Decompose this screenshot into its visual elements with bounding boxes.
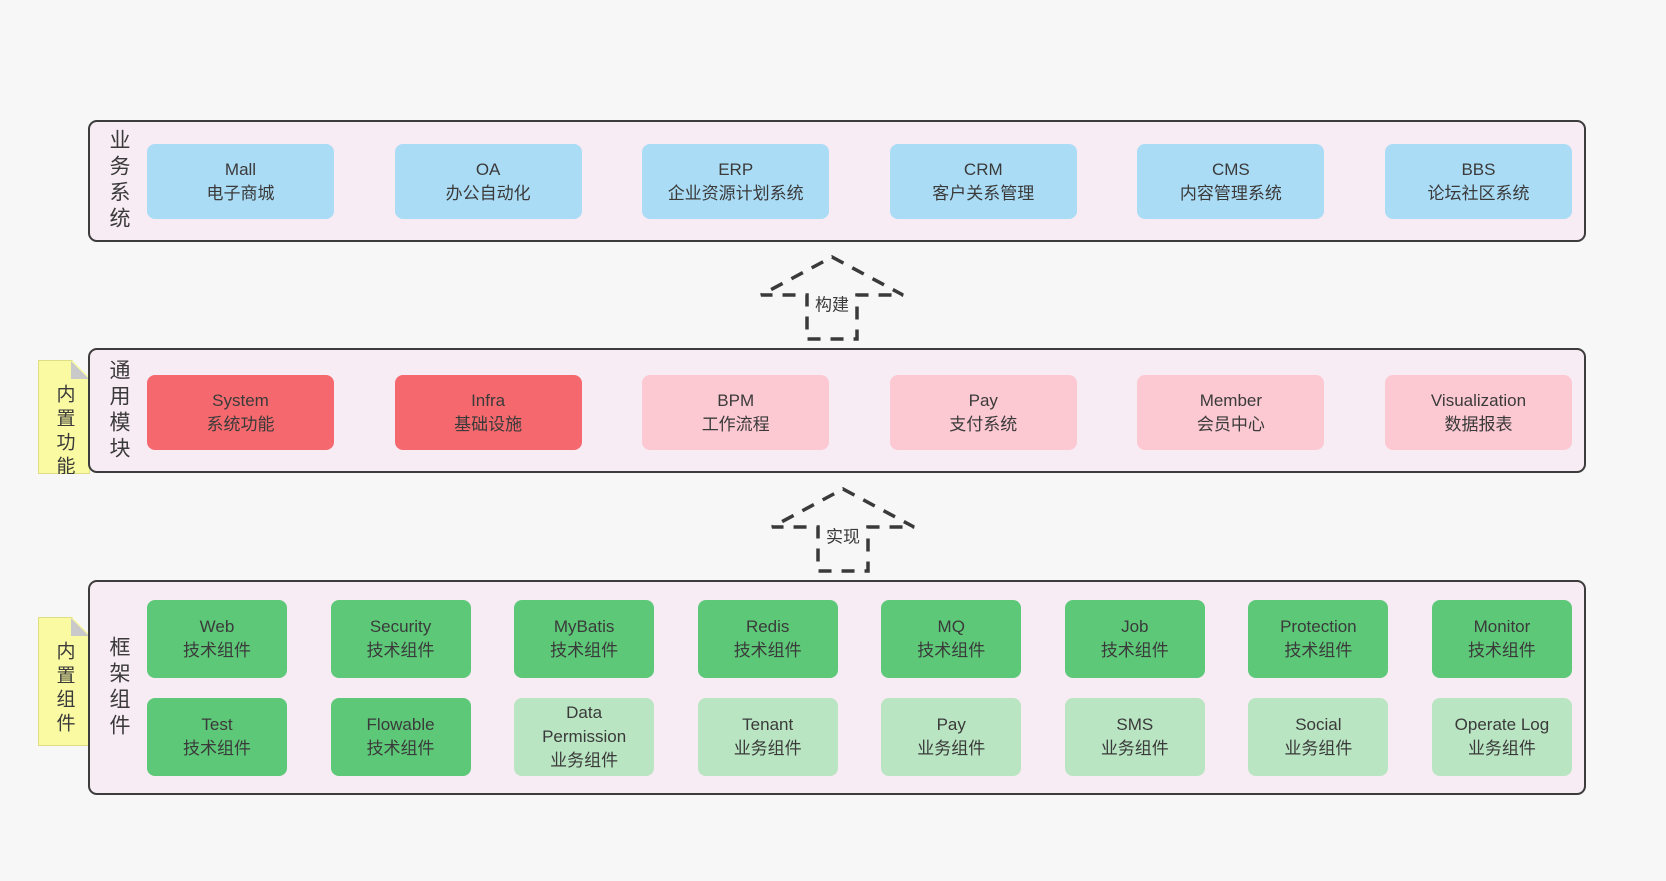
arrow-implement-label: 实现 bbox=[823, 521, 863, 549]
layer-business-label: 业务系统 bbox=[107, 129, 130, 233]
box-operate-log: Operate Log 业务组件 bbox=[1431, 698, 1572, 776]
box-cms: CMS 内容管理系统 bbox=[1137, 144, 1325, 219]
components-row-1: Web 技术组件 Security 技术组件 MyBatis 技术组件 Redi… bbox=[147, 600, 1572, 678]
components-row-2: Test 技术组件 Flowable 技术组件 Data Permission … bbox=[147, 698, 1572, 776]
box-mq: MQ 技术组件 bbox=[881, 600, 1022, 678]
box-monitor: Monitor 技术组件 bbox=[1431, 600, 1572, 678]
box-test: Test 技术组件 bbox=[147, 698, 287, 776]
box-member: Member 会员中心 bbox=[1137, 375, 1325, 450]
sticky-built-in-components: 内置组件 bbox=[38, 617, 90, 746]
box-data-permission: Data Permission 业务组件 bbox=[514, 698, 655, 776]
folded-corner-icon bbox=[71, 361, 89, 379]
box-security: Security 技术组件 bbox=[330, 600, 471, 678]
box-mybatis: MyBatis 技术组件 bbox=[514, 600, 655, 678]
box-web: Web 技术组件 bbox=[147, 600, 287, 678]
box-bbs: BBS 论坛社区系统 bbox=[1384, 144, 1572, 219]
layer-business-systems: 业务系统 Mall 电子商城 OA 办公自动化 ERP 企业资源计划系统 CRM… bbox=[88, 120, 1586, 242]
box-job: Job 技术组件 bbox=[1064, 600, 1205, 678]
box-infra: Infra 基础设施 bbox=[394, 375, 582, 450]
box-tenant: Tenant 业务组件 bbox=[697, 698, 838, 776]
box-crm: CRM 客户关系管理 bbox=[889, 144, 1077, 219]
arrow-up-implement: 实现 bbox=[768, 486, 918, 574]
box-sms: SMS 业务组件 bbox=[1064, 698, 1205, 776]
sticky-built-in-features: 内置功能 bbox=[38, 360, 90, 474]
box-bpm: BPM 工作流程 bbox=[642, 375, 830, 450]
box-pay: Pay 支付系统 bbox=[889, 375, 1077, 450]
layer-common-modules: 通用模块 System 系统功能 Infra 基础设施 BPM 工作流程 Pay… bbox=[88, 348, 1586, 473]
dashed-up-arrow-icon bbox=[760, 255, 904, 341]
box-flowable: Flowable 技术组件 bbox=[330, 698, 471, 776]
box-oa: OA 办公自动化 bbox=[394, 144, 582, 219]
arrow-build-label: 构建 bbox=[812, 289, 852, 317]
layer-framework-components: 框架组件 Web 技术组件 Security 技术组件 MyBatis 技术组件… bbox=[88, 580, 1586, 795]
business-boxes-row: Mall 电子商城 OA 办公自动化 ERP 企业资源计划系统 CRM 客户关系… bbox=[147, 144, 1572, 219]
box-redis: Redis 技术组件 bbox=[697, 600, 838, 678]
dashed-up-arrow-icon bbox=[771, 487, 915, 573]
box-social: Social 业务组件 bbox=[1248, 698, 1389, 776]
box-protection: Protection 技术组件 bbox=[1248, 600, 1389, 678]
box-erp: ERP 企业资源计划系统 bbox=[642, 144, 830, 219]
folded-corner-icon bbox=[71, 618, 89, 636]
box-system: System 系统功能 bbox=[147, 375, 334, 450]
box-mall: Mall 电子商城 bbox=[147, 144, 334, 219]
layer-components-label: 框架组件 bbox=[107, 635, 130, 740]
box-pay-biz: Pay 业务组件 bbox=[881, 698, 1022, 776]
layer-modules-label: 通用模块 bbox=[107, 358, 130, 463]
arrow-up-build: 构建 bbox=[757, 254, 907, 342]
box-visualization: Visualization 数据报表 bbox=[1384, 375, 1572, 450]
modules-boxes-row: System 系统功能 Infra 基础设施 BPM 工作流程 Pay 支付系统… bbox=[147, 375, 1572, 450]
